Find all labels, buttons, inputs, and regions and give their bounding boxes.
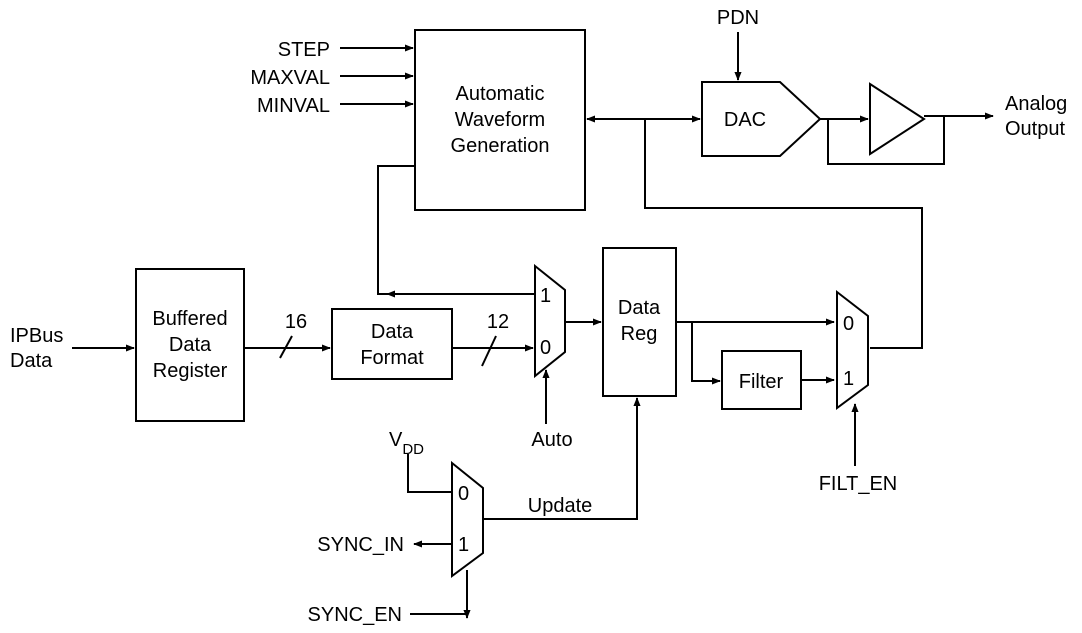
pdn-input: PDN <box>717 7 759 81</box>
filter-mux-label-1: 1 <box>843 368 854 390</box>
bus-width-slash-12 <box>481 335 497 367</box>
sync-mux: 0 1 <box>451 460 484 578</box>
vdd-label: VDD <box>389 429 424 458</box>
dac-block: DAC <box>701 81 822 157</box>
feedback-wire <box>644 119 923 349</box>
source-mux-label-1: 1 <box>540 285 551 307</box>
step-label: STEP <box>278 39 330 61</box>
sync-in-label: SYNC_IN <box>317 534 404 556</box>
bus-width-slash-16 <box>279 335 293 359</box>
buffered-label-line1: Buffered <box>152 308 227 330</box>
sync-in-output: SYNC_IN <box>317 534 452 556</box>
format-label-line1: Data <box>371 321 414 343</box>
sync-mux-label-1: 1 <box>458 534 469 556</box>
step-input: STEP <box>278 39 414 61</box>
buffered-label-line3: Register <box>153 360 228 382</box>
datareg-label-line1: Data <box>618 297 661 319</box>
minval-input: MINVAL <box>257 95 414 117</box>
bus-width-16: 16 <box>285 311 307 333</box>
ipbus-label-line2: Data <box>10 350 53 372</box>
awg-label-line2: Waveform <box>455 109 545 131</box>
output-amplifier <box>869 82 926 156</box>
update-label: Update <box>528 495 593 517</box>
vdd-main: V <box>389 429 403 451</box>
datareg-to-filter-wire <box>691 322 720 382</box>
analog-output-line2: Output <box>1005 118 1065 140</box>
amp-feedback-loop <box>827 116 945 165</box>
buffered-data-register: Buffered Data Register <box>135 268 245 422</box>
dac-label: DAC <box>724 109 766 131</box>
sync-en-label: SYNC_EN <box>308 604 402 626</box>
update-wire <box>483 400 638 520</box>
buffered-label-line2: Data <box>169 334 212 356</box>
filt-en-input: FILT_EN <box>819 403 898 495</box>
data-format-block: Data Format <box>331 308 453 380</box>
awg-label-line3: Generation <box>451 135 550 157</box>
source-mux-label-0: 0 <box>540 337 551 359</box>
datareg-label-line2: Reg <box>621 323 658 345</box>
bus-width-12: 12 <box>487 311 509 333</box>
pdn-label: PDN <box>717 7 759 29</box>
ipbus-input: IPBus Data <box>10 325 135 372</box>
auto-label: Auto <box>531 429 572 451</box>
filter-label: Filter <box>739 371 784 393</box>
sync-mux-label-0: 0 <box>458 483 469 505</box>
format-label-line2: Format <box>360 347 424 369</box>
data-reg-block: Data Reg <box>602 247 677 397</box>
awg-block: Automatic Waveform Generation <box>414 29 586 211</box>
ipbus-label-line1: IPBus <box>10 325 63 347</box>
source-mux: 1 0 <box>534 263 566 379</box>
vdd-subscript: DD <box>402 441 424 458</box>
filter-mux: 0 1 <box>836 289 869 410</box>
awg-label-line1: Automatic <box>456 83 545 105</box>
analog-output-line1: Analog <box>1005 93 1067 115</box>
filt-en-label: FILT_EN <box>819 473 898 495</box>
analog-output: Analog Output <box>1005 93 1067 140</box>
maxval-label: MAXVAL <box>250 67 330 89</box>
vdd-input: VDD <box>389 429 452 493</box>
filter-mux-label-0: 0 <box>843 313 854 335</box>
maxval-input: MAXVAL <box>250 67 414 89</box>
sync-en-wire <box>410 570 468 615</box>
sync-en-input: SYNC_EN <box>308 570 471 626</box>
filter-block: Filter <box>721 350 802 410</box>
auto-input: Auto <box>531 369 573 451</box>
minval-label: MINVAL <box>257 95 330 117</box>
vdd-wire <box>407 454 452 493</box>
